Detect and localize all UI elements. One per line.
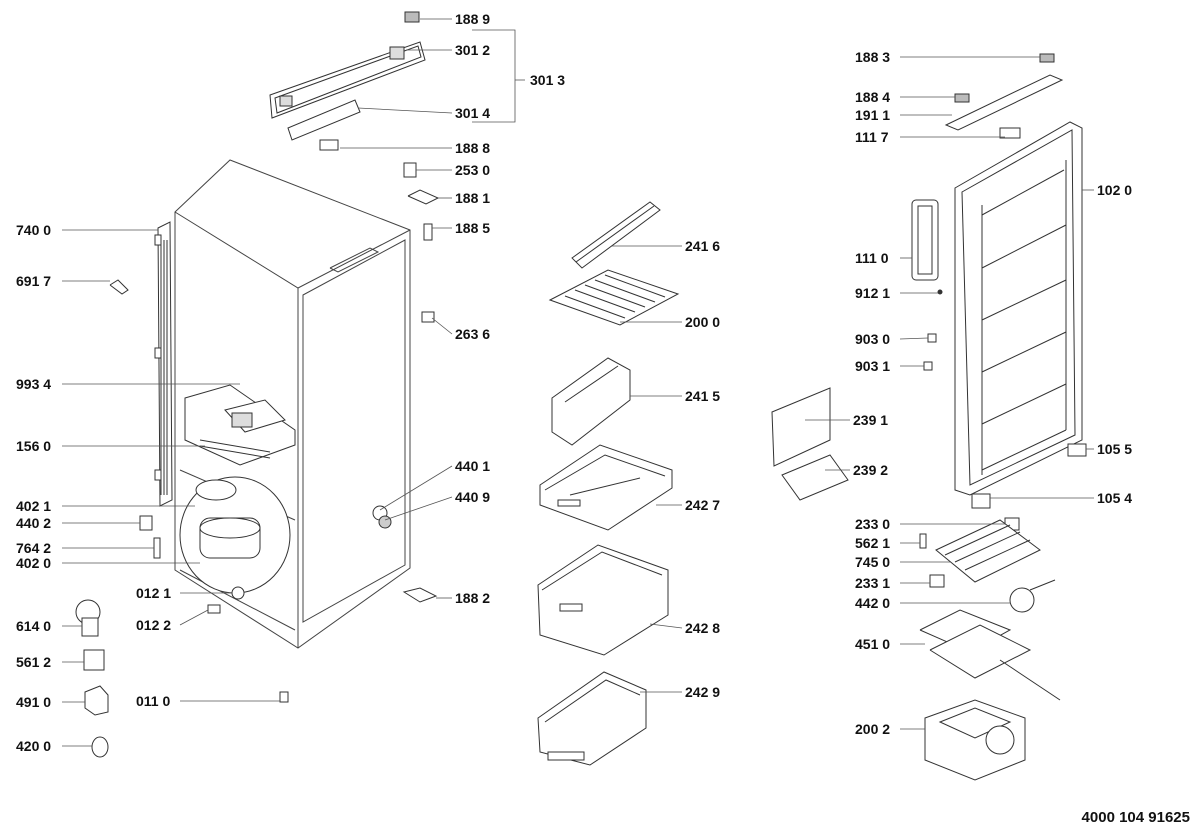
label-012-1: 012 1: [136, 585, 172, 601]
label-105-5: 105 5: [1097, 441, 1133, 457]
door-102-0: [946, 54, 1082, 495]
label-491-0: 491 0: [16, 694, 52, 710]
condenser-part: [155, 222, 172, 506]
label-191-1: 191 1: [855, 107, 891, 123]
label-263-6: 263 6: [455, 326, 491, 342]
left-loose-parts: [76, 280, 436, 757]
grid-shelf-200-0: [550, 270, 678, 325]
label-239-2: 239 2: [853, 462, 889, 478]
plates-239: [772, 388, 848, 500]
leader-lines: [62, 19, 1094, 746]
label-012-2: 012 2: [136, 617, 172, 633]
label-301-3: 301 3: [530, 72, 566, 88]
label-764-2: 764 2: [16, 540, 52, 556]
label-242-8: 242 8: [685, 620, 721, 636]
label-102-0: 102 0: [1097, 182, 1133, 198]
label-111-0: 111 0: [855, 250, 889, 266]
right-lower-parts: [920, 518, 1060, 780]
label-242-7: 242 7: [685, 497, 721, 513]
drawer-242-8: [538, 545, 668, 655]
label-912-1: 912 1: [855, 285, 891, 301]
label-402-0: 402 0: [16, 555, 52, 571]
label-011-0: 011 0: [136, 693, 171, 709]
label-188-2: 188 2: [455, 590, 491, 606]
label-903-0: 903 0: [855, 331, 891, 347]
small-door-parts: [924, 290, 1086, 508]
panel-cover-part: [288, 100, 360, 140]
reference-number: 4000 104 91625: [1081, 809, 1190, 826]
label-614-0: 614 0: [16, 618, 52, 634]
label-253-0: 253 0: [455, 162, 491, 178]
label-440-2: 440 2: [16, 515, 52, 531]
drawer-242-7: [540, 445, 672, 530]
label-233-1: 233 1: [855, 575, 891, 591]
label-745-0: 745 0: [855, 554, 891, 570]
label-301-2: 301 2: [455, 42, 491, 58]
label-993-4: 993 4: [16, 376, 52, 392]
evaporator-part: [185, 385, 295, 465]
label-740-0: 740 0: [16, 222, 52, 238]
label-105-4: 105 4: [1097, 490, 1133, 506]
label-442-0: 442 0: [855, 595, 891, 611]
label-188-9: 188 9: [455, 11, 491, 27]
label-440-9: 440 9: [455, 489, 491, 505]
label-242-9: 242 9: [685, 684, 721, 700]
label-200-2: 200 2: [855, 721, 891, 737]
label-241-6: 241 6: [685, 238, 721, 254]
label-402-1: 402 1: [16, 498, 52, 514]
label-239-1: 239 1: [853, 412, 889, 428]
label-188-3: 188 3: [855, 49, 891, 65]
small-parts-top: [404, 163, 438, 322]
label-562-1: 562 1: [855, 535, 891, 551]
label-903-1: 903 1: [855, 358, 891, 374]
label-188-5: 188 5: [455, 220, 491, 236]
label-111-7: 111 7: [855, 129, 889, 145]
label-561-2: 561 2: [16, 654, 52, 670]
handle-111-0: [912, 200, 938, 280]
part-188-8-shape: [320, 140, 338, 150]
label-420-0: 420 0: [16, 738, 52, 754]
label-188-1: 188 1: [455, 190, 491, 206]
compressor-part: [180, 477, 290, 613]
freezer-flap-241-6: [572, 202, 660, 268]
control-panel-part: [270, 12, 425, 118]
label-241-5: 241 5: [685, 388, 721, 404]
label-691-7: 691 7: [16, 273, 52, 289]
label-440-1: 440 1: [455, 458, 491, 474]
label-188-4: 188 4: [855, 89, 891, 105]
label-451-0: 451 0: [855, 636, 891, 652]
label-188-8: 188 8: [455, 140, 491, 156]
drawer-242-9: [538, 672, 646, 765]
label-233-0: 233 0: [855, 516, 891, 532]
label-301-4: 301 4: [455, 105, 491, 121]
freezer-flap-241-5: [552, 358, 630, 445]
label-156-0: 156 0: [16, 438, 52, 454]
label-200-0: 200 0: [685, 314, 721, 330]
